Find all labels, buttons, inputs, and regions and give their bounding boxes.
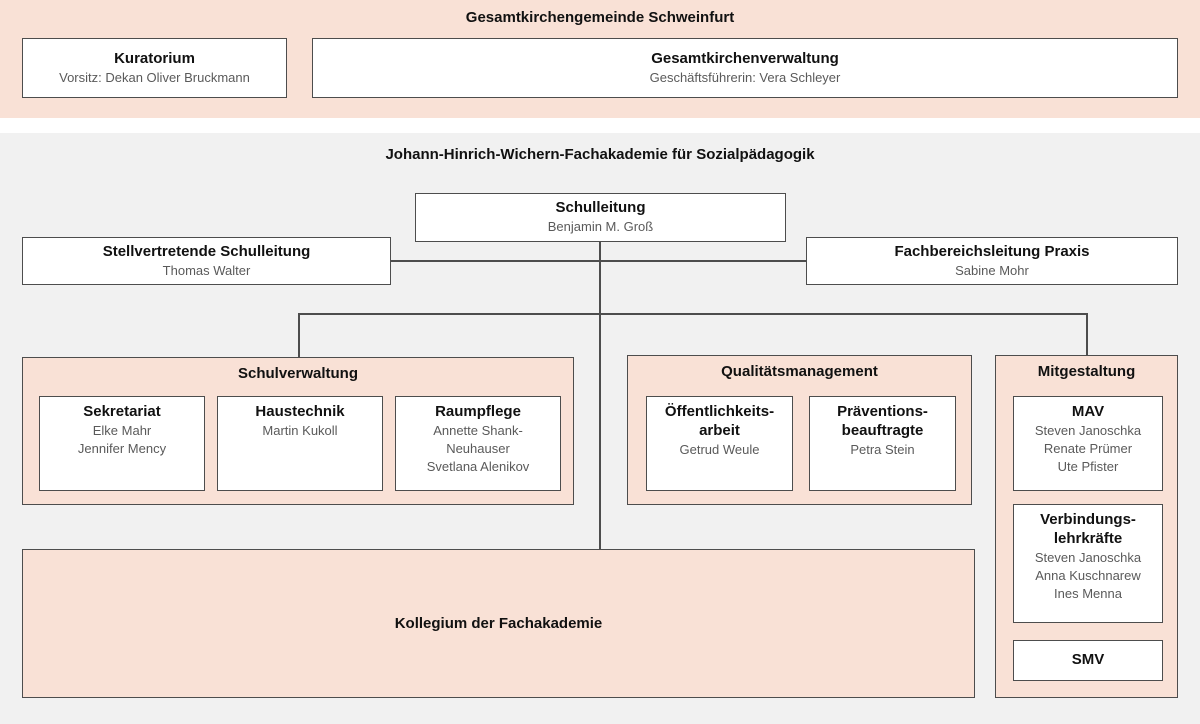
box-title: Gesamtkirchenverwaltung — [651, 49, 839, 67]
unit-oeffentlichkeitsarbeit: Öffentlichkeits-arbeit Getrud Weule — [646, 396, 793, 491]
unit-title: Raumpflege — [435, 403, 521, 420]
unit-member: Martin Kukoll — [262, 422, 338, 438]
unit-member: Svetlana Alenikov — [426, 459, 530, 475]
connector-center-vertical — [599, 242, 601, 549]
box-kuratorium: Kuratorium Vorsitz: Dekan Oliver Bruckma… — [22, 38, 287, 98]
unit-member: Ines Menna — [1054, 585, 1122, 601]
unit-member: Annette Shank-Neuhauser — [433, 422, 523, 456]
unit-verbindungslehrkraefte: Verbindungs-lehrkräfte Steven Janoschka … — [1013, 504, 1163, 623]
box-fachbereichsleitung-praxis: Fachbereichsleitung Praxis Sabine Mohr — [806, 237, 1178, 285]
box-title: Kuratorium — [114, 49, 195, 67]
unit-member: Steven Janoschka — [1034, 549, 1142, 565]
connector-leadership-horizontal — [391, 260, 806, 262]
box-gesamtkirchenverwaltung: Gesamtkirchenverwaltung Geschäftsführeri… — [312, 38, 1178, 98]
unit-title: Präventions-beauftragte — [837, 403, 928, 439]
unit-member: Steven Janoschka — [1034, 422, 1142, 438]
unit-raumpflege: Raumpflege Annette Shank-Neuhauser Svetl… — [395, 396, 561, 491]
unit-member: Renate Prümer — [1043, 440, 1133, 456]
box-schulleitung: Schulleitung Benjamin M. Groß — [415, 193, 786, 242]
connector-branch-horizontal — [298, 313, 1087, 315]
top-section-title: Gesamtkirchengemeinde Schweinfurt — [465, 9, 735, 26]
box-title: Schulleitung — [555, 199, 646, 217]
unit-member: Anna Kuschnarew — [1035, 567, 1141, 583]
group-title: Mitgestaltung — [1037, 363, 1136, 380]
box-title: Stellvertretende Schulleitung — [102, 242, 311, 260]
unit-haustechnik: Haustechnik Martin Kukoll — [217, 396, 383, 491]
unit-smv: SMV — [1013, 640, 1163, 681]
unit-member: Jennifer Mency — [77, 440, 167, 456]
unit-member: Ute Pfister — [1057, 459, 1119, 475]
unit-title: Verbindungs-lehrkräfte — [1040, 511, 1136, 547]
box-kollegium: Kollegium der Fachakademie — [22, 549, 975, 698]
group-mitgestaltung: Mitgestaltung MAV Steven Janoschka Renat… — [995, 355, 1178, 698]
main-section-title: Johann-Hinrich-Wichern-Fachakademie für … — [385, 146, 815, 163]
box-subtitle: Vorsitz: Dekan Oliver Bruckmann — [59, 69, 250, 85]
unit-mav: MAV Steven Janoschka Renate Prümer Ute P… — [1013, 396, 1163, 491]
connector-drop-schulverwaltung — [298, 313, 300, 357]
unit-title: Sekretariat — [83, 403, 161, 420]
unit-title: Haustechnik — [255, 403, 345, 420]
unit-title: MAV — [1071, 403, 1105, 420]
unit-member: Petra Stein — [850, 441, 915, 457]
box-stellvertretende-schulleitung: Stellvertretende Schulleitung Thomas Wal… — [22, 237, 391, 285]
unit-title: Öffentlichkeits-arbeit — [664, 403, 775, 439]
box-subtitle: Geschäftsführerin: Vera Schleyer — [649, 69, 841, 85]
group-schulverwaltung: Schulverwaltung Sekretariat Elke Mahr Je… — [22, 357, 574, 505]
unit-title: SMV — [1071, 651, 1105, 669]
group-title: Schulverwaltung — [237, 365, 359, 382]
box-title: Fachbereichsleitung Praxis — [894, 242, 1090, 260]
unit-praeventionsbeauftragte: Präventions-beauftragte Petra Stein — [809, 396, 956, 491]
box-person: Sabine Mohr — [955, 262, 1029, 278]
box-person: Benjamin M. Groß — [547, 219, 654, 235]
unit-member: Getrud Weule — [679, 441, 760, 457]
box-person: Thomas Walter — [162, 262, 251, 278]
group-qualitaetsmanagement: Qualitätsmanagement Öffentlichkeits-arbe… — [627, 355, 972, 505]
unit-sekretariat: Sekretariat Elke Mahr Jennifer Mency — [39, 396, 205, 491]
connector-drop-mitgestaltung — [1086, 313, 1088, 355]
box-title: Kollegium der Fachakademie — [394, 615, 603, 632]
unit-member: Elke Mahr — [92, 422, 152, 438]
group-title: Qualitätsmanagement — [721, 363, 878, 380]
